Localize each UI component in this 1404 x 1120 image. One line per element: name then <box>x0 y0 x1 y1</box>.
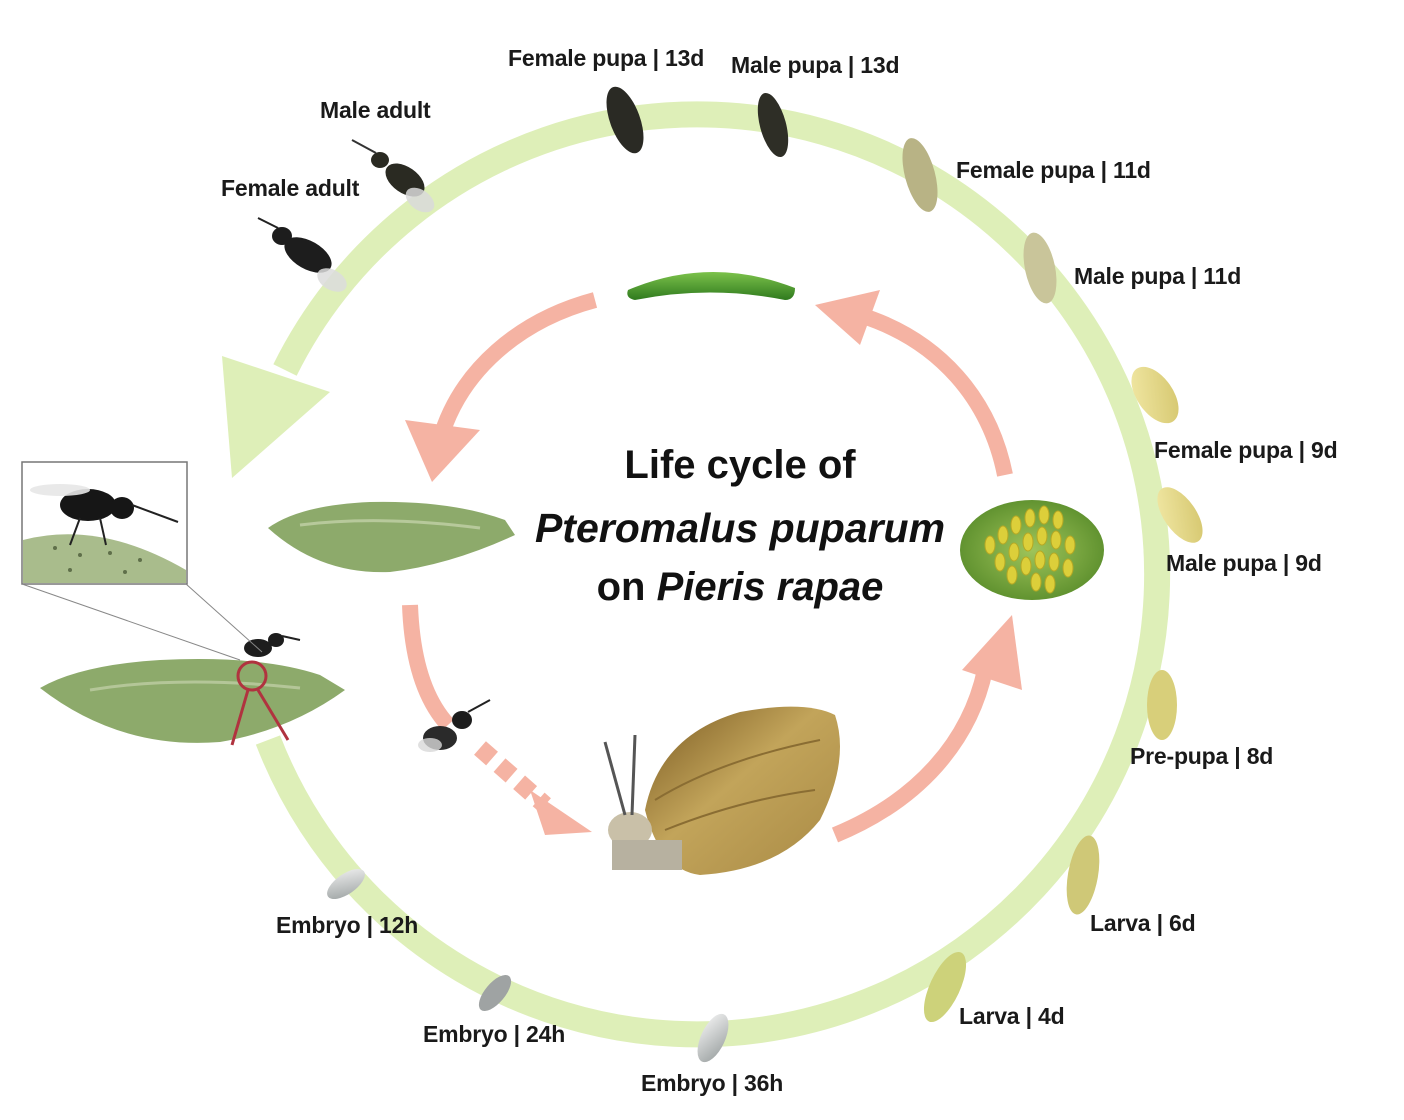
oviposition-marker <box>236 660 268 692</box>
diagram-title-species: Pteromalus puparum <box>534 505 946 551</box>
label-male-pupa-9d: Male pupa | 9d <box>1166 550 1322 576</box>
label-male-adult: Male adult <box>320 97 431 123</box>
title-on-prefix: on <box>596 565 657 609</box>
diagram-title-line3: on Pieris rapae <box>520 565 960 610</box>
label-female-adult: Female adult <box>221 175 360 201</box>
inner-arrowhead-left <box>405 420 480 482</box>
outer-cycle-ring <box>255 101 1171 1048</box>
caterpillar-icon <box>627 271 795 300</box>
host-pupa-icon <box>268 501 515 573</box>
diagram-title-line1: Life cycle of <box>624 443 856 487</box>
label-embryo-36h: Embryo | 36h <box>641 1070 784 1096</box>
label-pre-pupa-8d: Pre-pupa | 8d <box>1130 743 1274 769</box>
zoom-inset <box>21 461 263 661</box>
inner-arrow-bottom-right <box>831 668 993 843</box>
marker-leg-right <box>256 689 290 741</box>
butterfly-icon <box>603 706 840 875</box>
label-embryo-24h: Embryo | 24h <box>423 1021 566 1047</box>
female-adult-wasp-icon <box>257 217 347 292</box>
male-adult-wasp-icon <box>351 139 435 213</box>
inner-arrowhead-right <box>815 290 880 345</box>
parasitoid-pupa-icon <box>606 86 1203 1023</box>
inner-arrow-dashed <box>474 741 551 812</box>
title-host-species: Pieris rapae <box>656 565 884 609</box>
inner-arrow-top-left <box>432 292 598 443</box>
egg-cluster-icon <box>960 500 1104 600</box>
wasp-icon <box>418 699 491 752</box>
outer-ring-arrowhead <box>222 356 330 478</box>
inner-arrow-left-down <box>402 604 455 731</box>
embryo-icon <box>327 868 729 1063</box>
label-larva-4d: Larva | 4d <box>959 1003 1065 1029</box>
inner-arrowhead-bottom-right <box>962 615 1022 690</box>
label-embryo-12h: Embryo | 12h <box>276 912 419 938</box>
label-female-pupa-9d: Female pupa | 9d <box>1154 437 1338 463</box>
label-larva-6d: Larva | 6d <box>1090 910 1196 936</box>
inner-arrow-top-right <box>857 307 1013 477</box>
wasp-on-pupa-icon <box>244 633 301 657</box>
label-male-pupa-11d: Male pupa | 11d <box>1074 263 1242 289</box>
label-female-pupa-13d: Female pupa | 13d <box>508 45 705 71</box>
label-male-pupa-13d: Male pupa | 13d <box>731 52 900 78</box>
inner-arrowhead-bottom <box>530 790 592 835</box>
label-female-pupa-11d: Female pupa | 11d <box>956 157 1151 183</box>
host-pupa-left-icon <box>40 659 345 743</box>
marker-leg-left <box>230 689 250 746</box>
